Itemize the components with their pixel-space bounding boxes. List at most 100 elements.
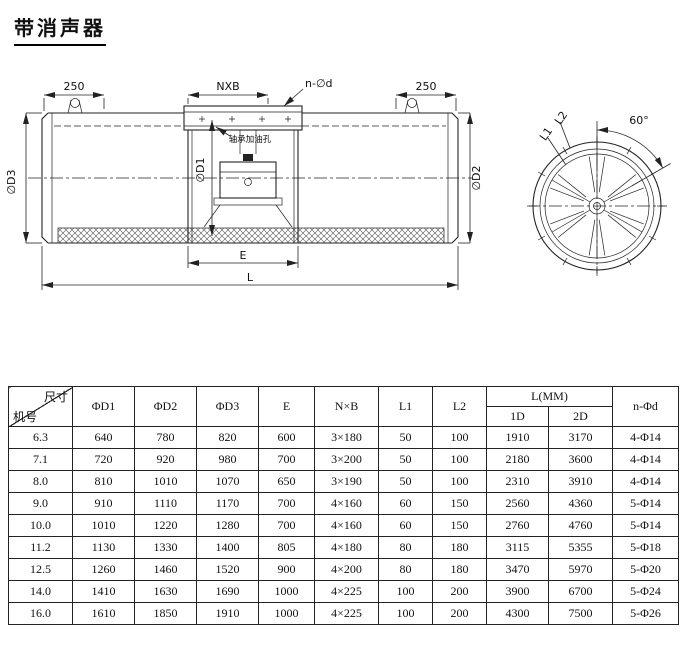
value-cell: 200 xyxy=(432,602,487,625)
value-cell: 60 xyxy=(378,514,433,537)
value-cell: 4-Φ14 xyxy=(612,426,680,449)
value-cell: 1260 xyxy=(72,558,135,581)
value-cell: 3×190 xyxy=(314,470,379,493)
value-cell: 2760 xyxy=(486,514,549,537)
technical-drawing: 250 NXB n-∅d 250 ∅D3 ∅D1 xyxy=(5,77,671,290)
side-view xyxy=(28,98,472,244)
side-view-dimensions: 250 NXB n-∅d 250 ∅D3 ∅D1 xyxy=(5,77,483,290)
ring-dimensions: L1 L2 xyxy=(537,109,571,165)
machine-no-cell: 6.3 xyxy=(8,426,73,449)
value-cell: 1220 xyxy=(134,514,197,537)
value-cell: 1610 xyxy=(72,602,135,625)
value-cell: 5-Φ26 xyxy=(612,602,680,625)
col-header-d3: ΦD3 xyxy=(196,386,259,427)
value-cell: 6700 xyxy=(547,580,614,603)
machine-no-cell: 14.0 xyxy=(8,580,73,603)
value-cell: 650 xyxy=(258,470,315,493)
value-cell: 1110 xyxy=(134,492,197,515)
value-cell: 60 xyxy=(378,492,433,515)
machine-no-cell: 12.5 xyxy=(8,558,73,581)
value-cell: 920 xyxy=(134,448,197,471)
value-cell: 3910 xyxy=(547,470,614,493)
value-cell: 3115 xyxy=(486,536,549,559)
value-cell: 5-Φ20 xyxy=(612,558,680,581)
machine-no-cell: 8.0 xyxy=(8,470,73,493)
dim-d1: ∅D1 xyxy=(194,157,207,182)
value-cell: 100 xyxy=(378,602,433,625)
value-cell: 2310 xyxy=(486,470,549,493)
value-cell: 1690 xyxy=(196,580,259,603)
value-cell: 1070 xyxy=(196,470,259,493)
value-cell: 100 xyxy=(432,448,487,471)
machine-no-cell: 7.1 xyxy=(8,448,73,471)
value-cell: 600 xyxy=(258,426,315,449)
lifting-lug-right xyxy=(404,98,420,114)
value-cell: 50 xyxy=(378,448,433,471)
value-cell: 1630 xyxy=(134,580,197,603)
page-title: 带消声器 xyxy=(14,12,106,46)
value-cell: 4-Φ14 xyxy=(612,448,680,471)
value-cell: 4760 xyxy=(547,514,614,537)
value-cell: 700 xyxy=(258,492,315,515)
value-cell: 80 xyxy=(378,558,433,581)
value-cell: 100 xyxy=(378,580,433,603)
dim-d3: ∅D3 xyxy=(5,169,18,194)
value-cell: 810 xyxy=(72,470,135,493)
value-cell: 4×200 xyxy=(314,558,379,581)
value-cell: 4×225 xyxy=(314,602,379,625)
end-view: 60° L1 L2 xyxy=(527,109,671,276)
col-header-1d: 1D xyxy=(486,406,549,427)
value-cell: 700 xyxy=(258,448,315,471)
value-cell: 720 xyxy=(72,448,135,471)
angle-dimension: 60° xyxy=(596,114,671,187)
col-header-lmm: L(MM) xyxy=(485,386,614,407)
value-cell: 150 xyxy=(432,514,487,537)
value-cell: 820 xyxy=(196,426,259,449)
value-cell: 4-Φ14 xyxy=(612,470,680,493)
value-cell: 3170 xyxy=(547,426,614,449)
machine-no-cell: 9.0 xyxy=(8,492,73,515)
dim-angle: 60° xyxy=(629,114,649,127)
dim-l: L xyxy=(247,271,254,284)
value-cell: 5970 xyxy=(547,558,614,581)
value-cell: 805 xyxy=(258,536,315,559)
value-cell: 1400 xyxy=(196,536,259,559)
value-cell: 980 xyxy=(196,448,259,471)
corner-label-size: 尺寸 xyxy=(43,390,68,404)
value-cell: 5-Φ14 xyxy=(612,514,680,537)
col-header-d2: ΦD2 xyxy=(134,386,197,427)
value-cell: 1000 xyxy=(258,602,315,625)
value-cell: 1010 xyxy=(134,470,197,493)
col-header-2d: 2D xyxy=(547,406,614,427)
dim-n-phi-d: n-∅d xyxy=(305,77,333,90)
value-cell: 80 xyxy=(378,536,433,559)
lifting-lug-left xyxy=(67,98,83,114)
value-cell: 4×160 xyxy=(314,514,379,537)
value-cell: 1280 xyxy=(196,514,259,537)
value-cell: 1850 xyxy=(134,602,197,625)
machine-no-cell: 10.0 xyxy=(8,514,73,537)
dim-l2: L2 xyxy=(552,109,570,127)
value-cell: 7500 xyxy=(547,602,614,625)
value-cell: 4×180 xyxy=(314,536,379,559)
value-cell: 50 xyxy=(378,426,433,449)
value-cell: 1000 xyxy=(258,580,315,603)
col-header-d1: ΦD1 xyxy=(72,386,135,427)
value-cell: 1170 xyxy=(196,492,259,515)
value-cell: 150 xyxy=(432,492,487,515)
corner-header: 尺寸 机号 xyxy=(8,386,73,427)
col-header-nd: n-Φd xyxy=(612,386,680,427)
value-cell: 700 xyxy=(258,514,315,537)
value-cell: 1460 xyxy=(134,558,197,581)
silencer-lining xyxy=(57,227,445,244)
header-row-1: 尺寸 机号 ΦD1 ΦD2 ΦD3 E N×B L1 L2 L(MM) n-Φd xyxy=(8,386,680,427)
value-cell: 5355 xyxy=(547,536,614,559)
value-cell: 4×160 xyxy=(314,492,379,515)
value-cell: 5-Φ14 xyxy=(612,492,680,515)
